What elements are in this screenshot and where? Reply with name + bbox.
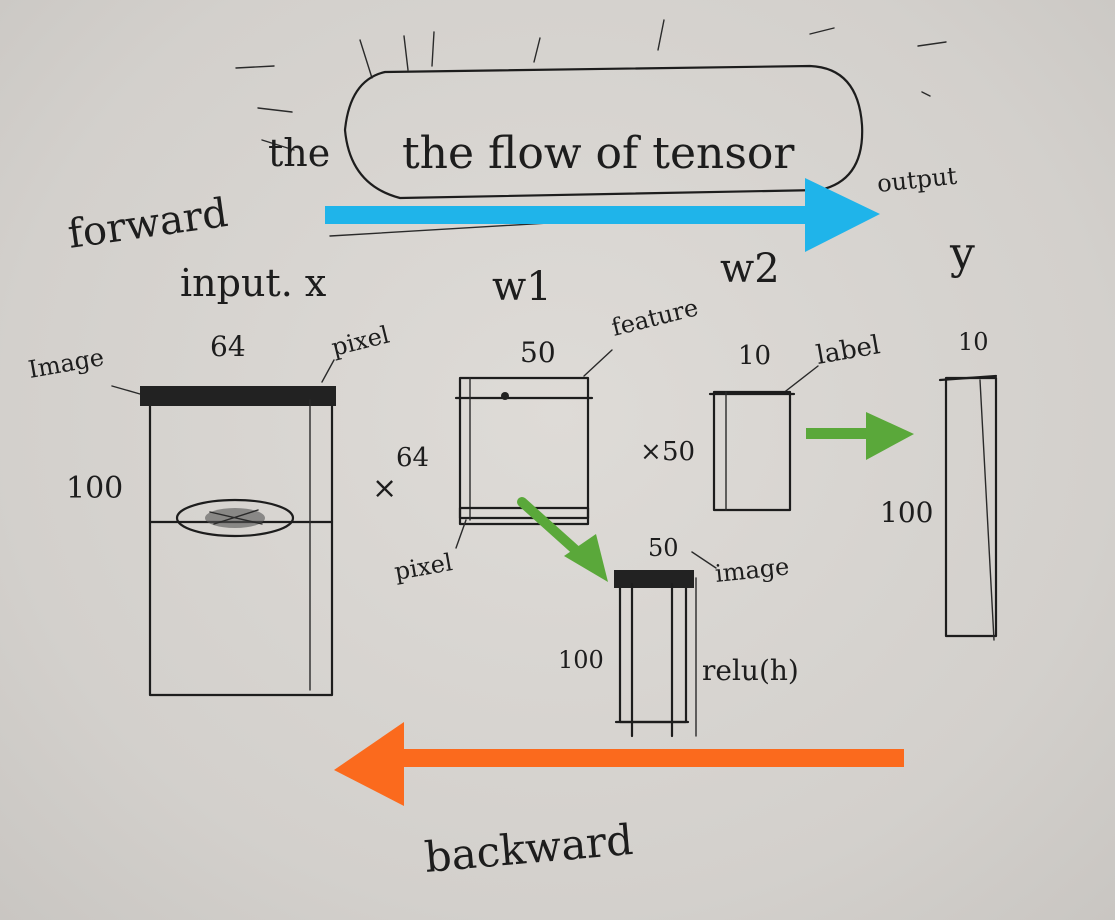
w2-label: w2	[720, 246, 780, 292]
label-label: label	[814, 330, 882, 371]
output-label: output	[876, 162, 959, 198]
times-sign-2: ×	[640, 437, 662, 467]
backward-arrow	[334, 722, 904, 806]
w1-dim-left: 64	[396, 443, 429, 473]
pixel-blob	[175, 498, 295, 538]
w2-dim-left: 50	[662, 437, 695, 467]
x-dim-top: 64	[210, 330, 246, 363]
w1-dim-top: 50	[520, 336, 556, 369]
title-prefix: the	[268, 131, 330, 175]
pixel-x-pointer	[321, 359, 335, 383]
feature-label: feature	[609, 293, 701, 341]
w1-label: w1	[492, 264, 552, 310]
h-dim-top: 50	[648, 534, 679, 562]
matrix-y	[938, 374, 998, 641]
output-symbol: y	[949, 228, 975, 279]
x-dim-left: 100	[66, 471, 123, 506]
input-label: input. x	[180, 261, 326, 305]
matrix-w2	[708, 390, 796, 512]
pixel-label-w1: pixel	[392, 548, 454, 586]
h-image-label: image	[714, 552, 791, 588]
title-ticks	[235, 19, 947, 151]
h-dim-left: 100	[558, 646, 604, 674]
y-dim-top: 10	[958, 328, 989, 356]
y-dim-left: 100	[880, 496, 933, 529]
label-pointer	[781, 365, 819, 395]
matrix-x	[140, 386, 336, 697]
w2-dim-top: 10	[738, 341, 771, 371]
green-arrow-to-hidden	[517, 497, 608, 582]
forward-arrow	[325, 178, 880, 252]
image-label: Image	[26, 343, 106, 384]
feature-pointer	[583, 349, 613, 377]
relu-label: relu(h)	[702, 654, 799, 687]
pixel-w1-pointer	[455, 519, 467, 549]
matrix-h	[614, 570, 697, 738]
diagram-title: the flow of tensor	[402, 128, 795, 179]
image-pointer-line	[111, 385, 141, 395]
green-arrow-to-output	[806, 412, 914, 460]
backward-label: backward	[423, 815, 635, 882]
matrix-w1	[454, 376, 594, 526]
pixel-label-x: pixel	[329, 321, 392, 362]
times-sign-1: ×	[372, 471, 397, 506]
h-image-pointer	[691, 551, 717, 569]
forward-label: forward	[65, 190, 231, 258]
